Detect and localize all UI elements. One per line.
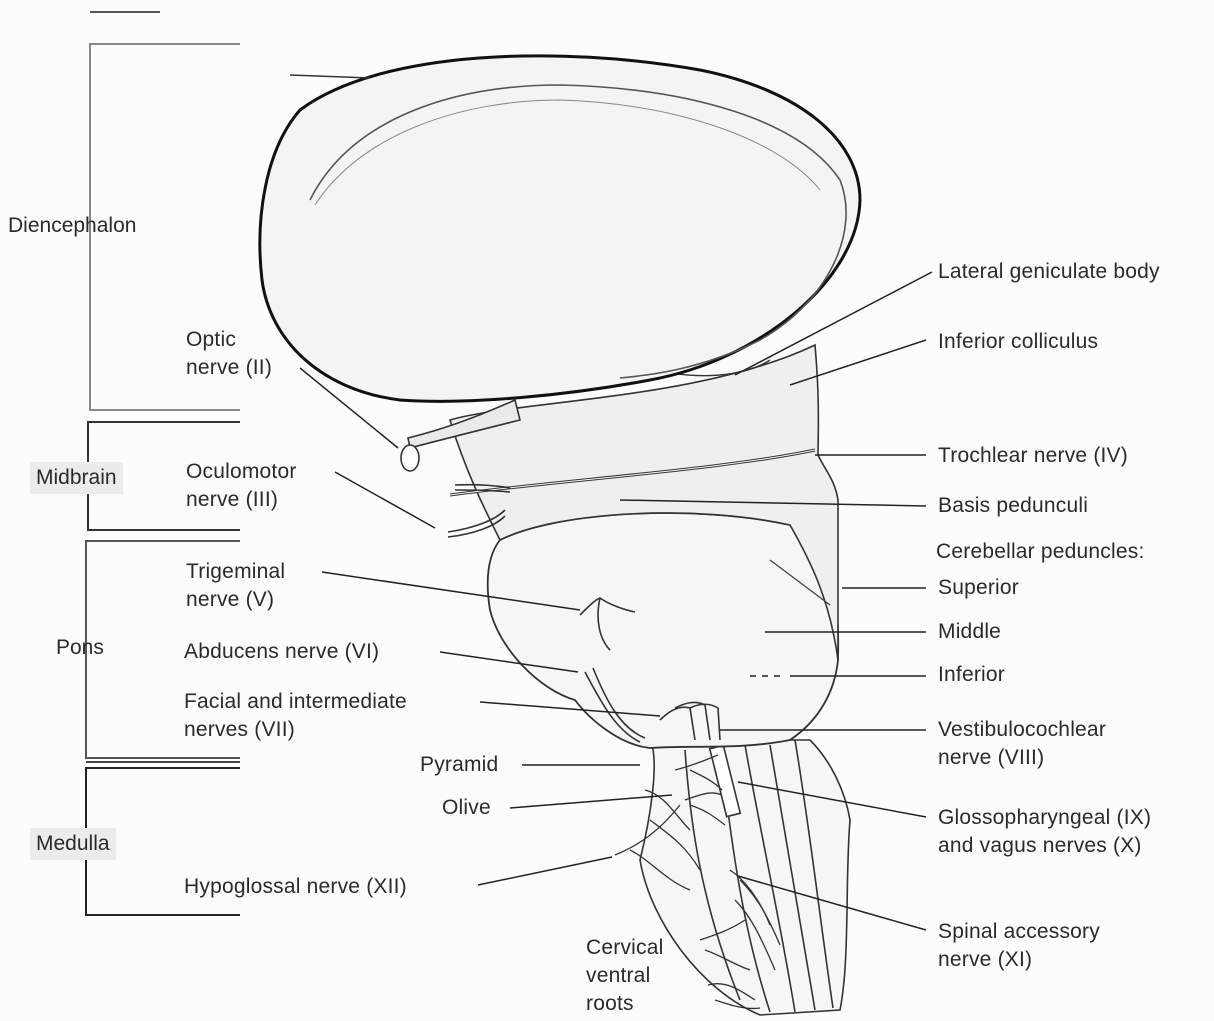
label-cervical-1: Cervical xyxy=(586,934,663,962)
region-diencephalon: Diencephalon xyxy=(8,212,136,240)
label-cervical-2: ventral xyxy=(586,962,650,990)
label-facial-2: nerves (VII) xyxy=(184,716,295,744)
region-midbrain: Midbrain xyxy=(30,462,123,494)
label-oculomotor-1: Oculomotor xyxy=(186,458,297,486)
label-vestibulocochlear-1: Vestibulocochlear xyxy=(938,716,1106,744)
label-pyramid: Pyramid xyxy=(420,751,498,779)
label-spinal-accessory-1: Spinal accessory xyxy=(938,918,1100,946)
label-facial-1: Facial and intermediate xyxy=(184,688,407,716)
region-pons: Pons xyxy=(56,634,104,662)
label-basis-pedunculi: Basis pedunculi xyxy=(938,492,1088,520)
label-vestibulocochlear-2: nerve (VIII) xyxy=(938,744,1044,772)
thalamus xyxy=(260,56,860,401)
label-middle: Middle xyxy=(938,618,1001,646)
label-lateral-geniculate: Lateral geniculate body xyxy=(938,258,1160,286)
label-cervical-3: roots xyxy=(586,990,634,1018)
label-abducens: Abducens nerve (VI) xyxy=(184,638,379,666)
label-inferior: Inferior xyxy=(938,661,1005,689)
label-cerebellar-peduncles: Cerebellar peduncles: xyxy=(936,538,1145,566)
label-spinal-accessory-2: nerve (XI) xyxy=(938,946,1032,974)
label-trigeminal-2: nerve (V) xyxy=(186,586,274,614)
label-trochlear: Trochlear nerve (IV) xyxy=(938,442,1128,470)
label-oculomotor-2: nerve (III) xyxy=(186,486,278,514)
label-olive: Olive xyxy=(442,794,491,822)
label-inferior-colliculus: Inferior colliculus xyxy=(938,328,1098,356)
label-hypoglossal: Hypoglossal nerve (XII) xyxy=(184,873,407,901)
label-optic-1: Optic xyxy=(186,326,236,354)
label-superior: Superior xyxy=(938,574,1019,602)
pons-body xyxy=(488,513,839,748)
region-medulla: Medulla xyxy=(30,828,116,860)
label-trigeminal-1: Trigeminal xyxy=(186,558,285,586)
label-glossopharyngeal-2: and vagus nerves (X) xyxy=(938,832,1142,860)
label-glossopharyngeal-1: Glossopharyngeal (IX) xyxy=(938,804,1151,832)
label-optic-2: nerve (II) xyxy=(186,354,272,382)
